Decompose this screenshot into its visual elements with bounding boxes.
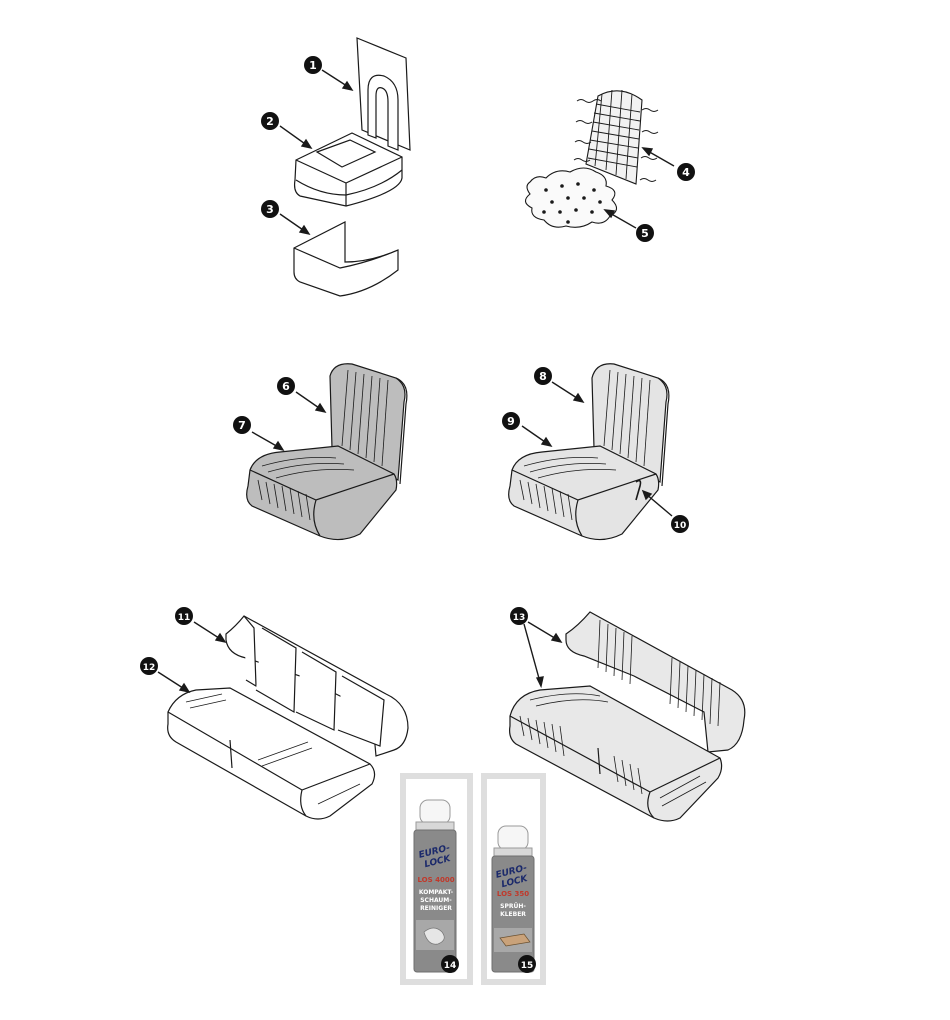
callout-number: 11 xyxy=(178,613,191,623)
callout-3: 3 xyxy=(261,200,279,218)
spring-frame-part xyxy=(573,89,659,185)
callout-circle xyxy=(261,112,279,130)
callout-number: 8 xyxy=(539,370,547,383)
callout-number: 3 xyxy=(266,203,274,216)
callout-number: 15 xyxy=(521,961,534,971)
callout-circle xyxy=(233,416,251,434)
rear-bench-fluted xyxy=(509,611,746,822)
callout-9: 9 xyxy=(502,412,520,430)
callout-circle xyxy=(304,56,322,74)
callout-number: 6 xyxy=(282,380,290,393)
callout-circle xyxy=(261,200,279,218)
front-seat-light xyxy=(508,363,670,541)
product-name-line-2: KLEBER xyxy=(500,911,526,918)
product-spray-adhesive: EURO- LOCK LOS 350 SPRÜH- KLEBER xyxy=(481,773,546,985)
callout-15: 15 xyxy=(518,955,536,973)
callout-circle xyxy=(175,607,193,625)
callout-circle xyxy=(510,607,528,625)
callout-circle xyxy=(518,955,536,973)
callout-number: 7 xyxy=(238,419,246,432)
rear-bench-plain xyxy=(167,615,409,820)
callout-10: 10 xyxy=(671,515,689,533)
callout-number: 14 xyxy=(444,961,457,971)
product-frame xyxy=(400,773,473,985)
callout-number: 4 xyxy=(682,166,690,179)
callout-13: 13 xyxy=(510,607,528,625)
seat-cushion-part xyxy=(293,132,403,207)
callout-circle xyxy=(140,657,158,675)
callout-14: 14 xyxy=(441,955,459,973)
product-name-line-3: REINIGER xyxy=(420,905,452,912)
callout-number: 12 xyxy=(143,663,156,673)
product-frame xyxy=(481,773,546,985)
callout-circle xyxy=(677,163,695,181)
callout-4: 4 xyxy=(677,163,695,181)
product-name-line-2: SCHAUM- xyxy=(420,897,452,904)
callout-circle xyxy=(671,515,689,533)
felt-pad-part xyxy=(524,167,618,228)
callout-circle xyxy=(502,412,520,430)
callout-circle xyxy=(441,955,459,973)
callout-6: 6 xyxy=(277,377,295,395)
product-foam-cleaner: EURO- LOCK LOS 4000 KOMPAKT- SCHAUM- REI… xyxy=(400,773,473,985)
edge-strip-part xyxy=(293,221,399,297)
callout-5: 5 xyxy=(636,224,654,242)
callout-circle xyxy=(534,367,552,385)
callout-number: 13 xyxy=(513,613,526,623)
callout-number: 5 xyxy=(641,227,649,240)
callout-12: 12 xyxy=(140,657,158,675)
front-seat-dark xyxy=(246,363,408,541)
callout-number: 9 xyxy=(507,415,515,428)
callout-11: 11 xyxy=(175,607,193,625)
product-name-line-1: SPRÜH- xyxy=(500,903,526,910)
callout-circle xyxy=(636,224,654,242)
callout-number: 10 xyxy=(674,521,687,531)
callout-number: 1 xyxy=(309,59,317,72)
callout-circle xyxy=(277,377,295,395)
backrest-panel-part xyxy=(356,37,411,151)
callout-2: 2 xyxy=(261,112,279,130)
callout-1: 1 xyxy=(304,56,322,74)
leader-lines xyxy=(157,69,675,694)
callout-8: 8 xyxy=(534,367,552,385)
product-code: LOS 350 xyxy=(497,890,529,898)
product-code: LOS 4000 xyxy=(417,876,454,884)
callout-number: 2 xyxy=(266,115,274,128)
callout-7: 7 xyxy=(233,416,251,434)
product-name-line-1: KOMPAKT- xyxy=(419,889,454,896)
